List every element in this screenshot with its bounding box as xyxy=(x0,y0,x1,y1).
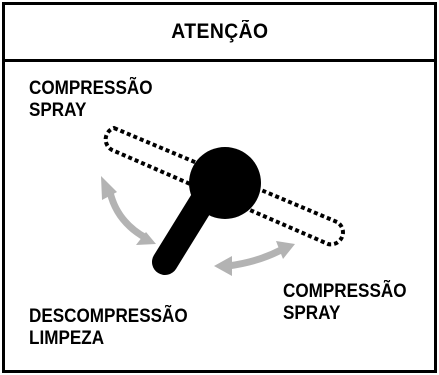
label-compression-spray-top: COMPRESSÃO SPRAY xyxy=(29,78,153,122)
label-line: SPRAY xyxy=(29,100,87,121)
label-line: DESCOMPRESSÃO xyxy=(29,306,188,327)
label-decompression-cleaning: DESCOMPRESSÃO LIMPEZA xyxy=(29,306,188,350)
label-line: SPRAY xyxy=(283,303,341,324)
curved-double-arrow-icon-right xyxy=(214,241,295,276)
dotted-slot-icon xyxy=(103,125,345,247)
curved-double-arrow-icon-left xyxy=(101,176,156,245)
label-compression-spray-bottom: COMPRESSÃO SPRAY xyxy=(283,281,407,325)
warning-header: ATENÇÃO xyxy=(5,5,434,62)
label-line: COMPRESSÃO xyxy=(283,281,407,302)
label-line: COMPRESSÃO xyxy=(29,78,153,99)
label-line: LIMPEZA xyxy=(29,328,105,349)
warning-title: ATENÇÃO xyxy=(170,20,269,43)
lever-knob-icon xyxy=(152,147,261,275)
